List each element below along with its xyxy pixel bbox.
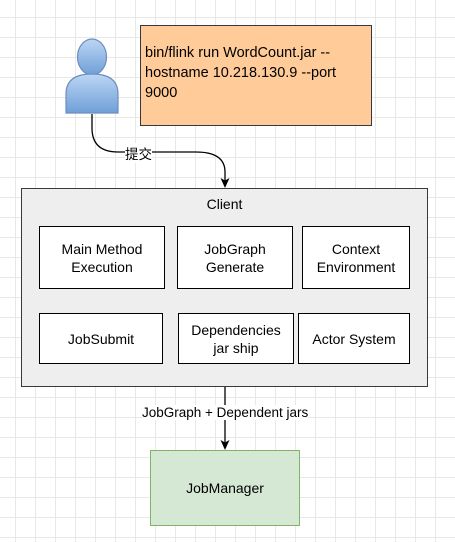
client-title: Client <box>206 196 243 212</box>
component-jobgraph-generate[interactable]: JobGraph Generate <box>177 226 293 289</box>
component-actor-system[interactable]: Actor System <box>298 313 410 364</box>
user-icon[interactable] <box>65 38 119 114</box>
component-label: JobSubmit <box>67 330 135 347</box>
command-text: bin/flink run WordCount.jar --hostname 1… <box>145 45 337 101</box>
client-to-jm-arrowhead <box>220 440 230 450</box>
component-context-environment[interactable]: Context Environment <box>302 226 410 289</box>
component-label: JobGraph Generate <box>204 240 266 275</box>
component-main-method-execution[interactable]: Main Method Execution <box>39 226 165 289</box>
submit-arrowhead <box>220 178 230 188</box>
jobmanager-box[interactable]: JobManager <box>150 450 300 526</box>
component-jobsubmit[interactable]: JobSubmit <box>39 313 163 364</box>
component-label: Main Method Execution <box>61 240 143 275</box>
submit-connector <box>91 114 226 181</box>
client-to-jm-label: JobGraph + Dependent jars <box>142 405 309 420</box>
jobmanager-label: JobManager <box>186 480 264 496</box>
component-label: Context Environment <box>316 240 396 275</box>
component-dependencies-jar-ship[interactable]: Dependencies jar ship <box>178 313 294 364</box>
command-box[interactable]: bin/flink run WordCount.jar --hostname 1… <box>140 25 372 126</box>
component-label: Actor System <box>312 330 396 347</box>
submit-label: 提交 <box>125 143 152 163</box>
component-label: Dependencies jar ship <box>191 321 281 356</box>
